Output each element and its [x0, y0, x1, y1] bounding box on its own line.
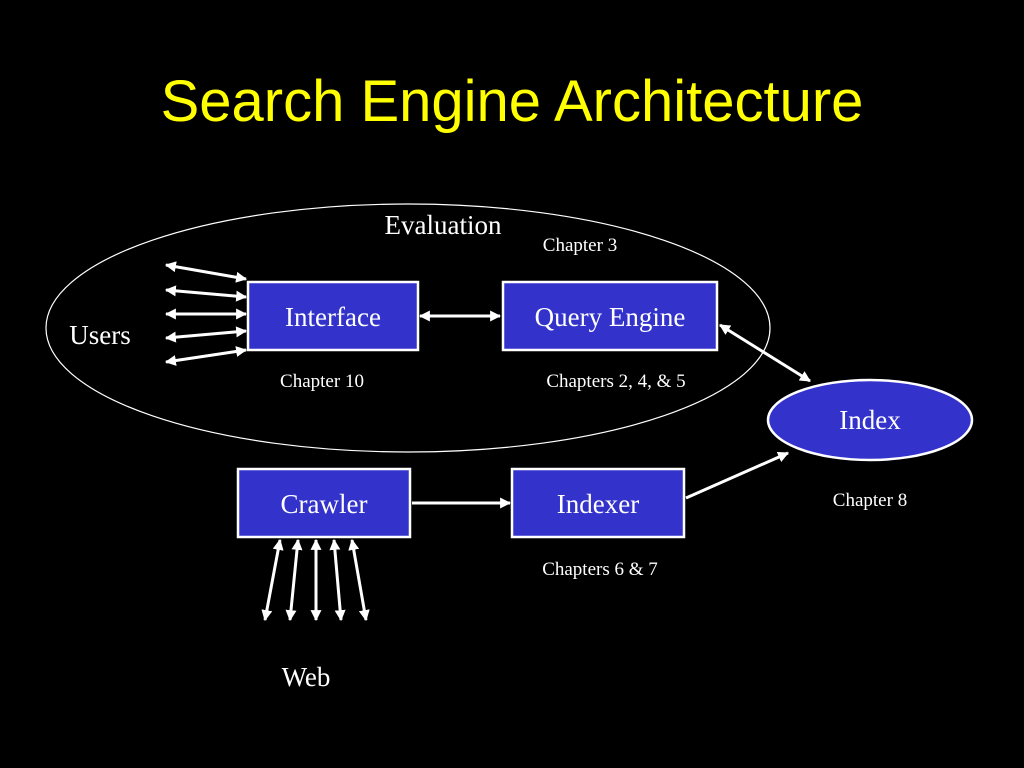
indexer-chapter-label: Chapters 6 & 7: [542, 559, 658, 580]
interface-chapter-label: Chapter 10: [280, 371, 364, 392]
web-arrow-2: [285, 538, 303, 622]
indexer-label: Indexer: [557, 489, 639, 519]
web-arrow-1: [261, 538, 284, 622]
user-arrow-1: [164, 261, 248, 283]
web-arrow-5: [348, 538, 370, 622]
web-arrow-4: [329, 538, 346, 622]
user-arrow-4: [164, 326, 248, 343]
user-arrows: [164, 261, 248, 366]
slide-title: Search Engine Architecture: [161, 69, 864, 134]
users-label: Users: [69, 320, 131, 350]
evaluation-label: Evaluation: [385, 210, 502, 240]
query-engine-index-arrow: [719, 323, 811, 383]
index-label: Index: [839, 405, 901, 435]
query-engine-label: Query Engine: [535, 302, 686, 332]
user-arrow-5: [164, 346, 248, 366]
query-engine-chapter-label: Chapters 2, 4, & 5: [546, 371, 685, 392]
index-chapter-label: Chapter 8: [833, 490, 907, 511]
web-label: Web: [282, 662, 331, 692]
indexer-node: Indexer: [510, 467, 686, 539]
indexer-index-arrow: [685, 451, 790, 500]
web-arrows: [261, 538, 370, 622]
index-node: Index: [766, 378, 974, 462]
interface-label: Interface: [285, 302, 381, 332]
query-engine-node: Query Engine: [501, 280, 719, 352]
crawler-node: Crawler: [236, 467, 412, 539]
user-arrow-2: [164, 285, 248, 302]
crawler-label: Crawler: [281, 489, 368, 519]
interface-node: Interface: [246, 280, 420, 352]
evaluation-chapter-label: Chapter 3: [543, 235, 617, 256]
